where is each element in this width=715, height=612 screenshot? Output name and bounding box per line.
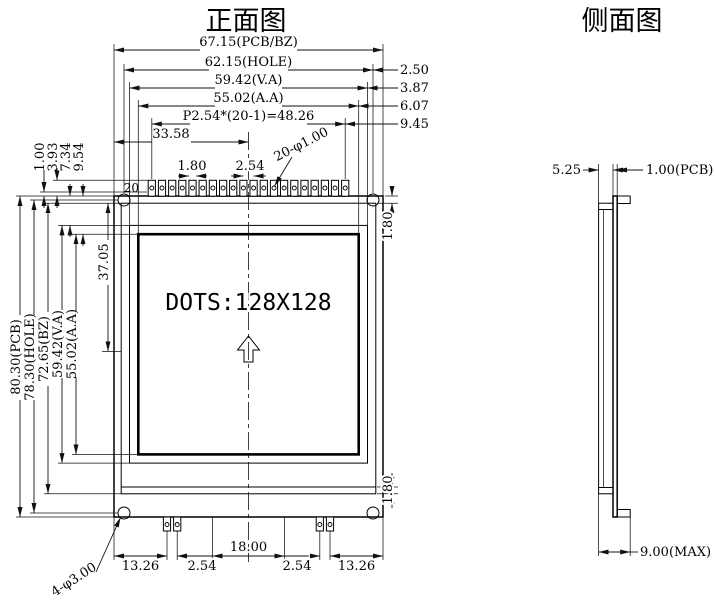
dots-resolution-label: DOTS:128X128 <box>165 290 331 316</box>
side-view-title: 侧面图 <box>582 6 663 37</box>
dim-offset-3-87: 3.87 <box>400 81 429 96</box>
dim-bottom-right-edge: 13.26 <box>338 559 375 574</box>
dim-pad-width: 1.80 <box>178 159 207 174</box>
side-top-dimensions: 5.25 1.00(PCB) <box>552 163 713 204</box>
dim-aa-width: 55.02(A.A) <box>213 91 283 106</box>
dim-pad-pitch: 2.54 <box>236 159 265 174</box>
dim-top-gap: 1.80 <box>381 212 396 241</box>
dim-bottom-right-pitch: 2.54 <box>283 559 312 574</box>
side-bottom-dimensions: 9.00(MAX) <box>598 493 711 560</box>
dim-va-width: 59.42(V.A) <box>215 73 283 88</box>
dim-offset-9-45: 9.45 <box>400 117 429 132</box>
dim-aa-height: 55.02(A.A) <box>65 309 80 379</box>
bezel-outline <box>120 202 377 495</box>
dim-va-height: 59.42(V.A) <box>51 310 66 378</box>
dim-top-left-4: 9.54 <box>72 143 87 172</box>
dim-hole-height: 78.30(HOLE) <box>23 313 38 400</box>
side-pcb-outline <box>612 195 618 518</box>
viewing-area-outline <box>129 224 368 464</box>
mount-hole-callout: 4-φ3.00 <box>49 560 100 600</box>
pin-hole-callout: 20-φ1.00 <box>272 125 331 165</box>
left-dimensions: 80.30(PCB) 78.30(HOLE) 72.65(BZ) 59.42(V… <box>9 195 139 518</box>
dim-offset-2-50: 2.50 <box>400 63 429 78</box>
dim-pcb-height: 80.30(PCB) <box>9 319 24 395</box>
pin-count-label: 20 <box>124 181 139 195</box>
side-bottom-tab <box>616 509 631 518</box>
dim-pcb-thickness: 1.00(PCB) <box>646 163 713 178</box>
dim-top-left-3: 7.34 <box>59 143 74 172</box>
dim-pin-pitch-total: P2.54*(20-1)=48.26 <box>183 109 315 124</box>
dim-max-thickness: 9.00(MAX) <box>640 545 711 560</box>
side-bezel-outline <box>598 202 614 495</box>
right-offset-dimensions: 2.50 3.87 6.07 9.45 <box>345 63 429 132</box>
dim-bottom-center-span: 18.00 <box>230 540 267 555</box>
dim-bottom-left-pitch: 2.54 <box>188 559 217 574</box>
side-view-drawing: 5.25 1.00(PCB) 9.00(MAX) <box>552 163 713 560</box>
orientation-arrow-icon <box>236 335 261 363</box>
dim-bezel-height: 72.65(BZ) <box>37 316 52 382</box>
dim-bottom-left-edge: 13.26 <box>122 559 159 574</box>
dim-bottom-gap: 1.80 <box>381 476 396 505</box>
dim-half-width: 33.58 <box>152 127 189 142</box>
dim-offset-6-07: 6.07 <box>400 99 429 114</box>
right-side-dimensions: 1.80 1.80 <box>377 186 398 508</box>
front-view-title: 正面图 <box>206 6 287 37</box>
top-left-dimensions: 1.00 3.93 7.34 9.54 <box>33 143 148 246</box>
top-dimensions: 67.15(PCB/BZ) 62.15(HOLE) 59.42(V.A) 55.… <box>113 35 384 234</box>
bottom-dimensions: 13.26 2.54 18.00 2.54 13.26 4-φ3.00 <box>49 517 384 600</box>
dim-bezel-to-arrow: 37.05 <box>97 243 112 280</box>
active-area-outline <box>137 232 360 456</box>
dim-module-thickness: 5.25 <box>552 163 581 178</box>
dim-top-left-1: 1.00 <box>33 143 48 172</box>
dim-top-left-2: 3.93 <box>46 143 61 172</box>
side-top-tab <box>616 195 631 204</box>
dim-pcb-width: 67.15(PCB/BZ) <box>199 35 298 50</box>
dim-hole-width: 62.15(HOLE) <box>205 55 292 70</box>
front-view-drawing: DOTS:128X128 <box>113 132 384 562</box>
